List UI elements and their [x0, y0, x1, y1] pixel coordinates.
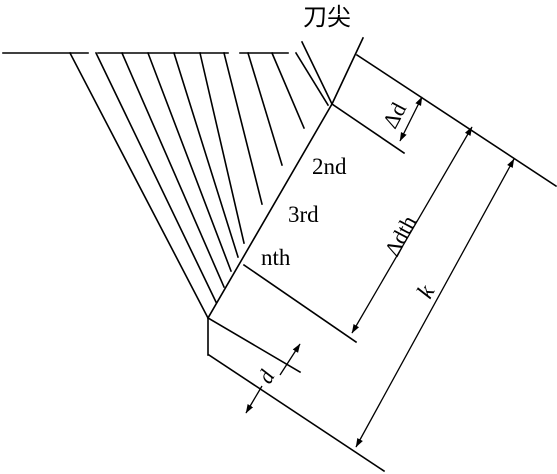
- reference-line-bottom: [207, 353, 386, 473]
- k-arrow: [355, 158, 515, 448]
- delta-d-label: Δd: [377, 98, 411, 132]
- pass-n-label: nth: [261, 245, 291, 270]
- pass-2-label: 2nd: [312, 154, 347, 179]
- d-arrow-upper: [279, 343, 301, 376]
- d-label: d: [252, 365, 280, 387]
- reference-line-top: [355, 53, 557, 188]
- k-label: k: [412, 281, 440, 303]
- d-arrow-lower: [245, 385, 263, 414]
- tool-nose-line: [300, 40, 334, 106]
- nth-pass-line: [242, 263, 358, 344]
- tool-bottom-edge: [206, 316, 302, 374]
- delta-dth-label: Δdth: [379, 211, 421, 260]
- left-flank-line: [68, 51, 210, 320]
- tool-cutting-edge: [206, 102, 334, 320]
- cut-layer-hatching: [94, 51, 330, 304]
- tool-tip-label: 刀尖: [303, 3, 351, 31]
- tool-upper-edge: [330, 36, 365, 106]
- pass-3-label: 3rd: [288, 202, 319, 227]
